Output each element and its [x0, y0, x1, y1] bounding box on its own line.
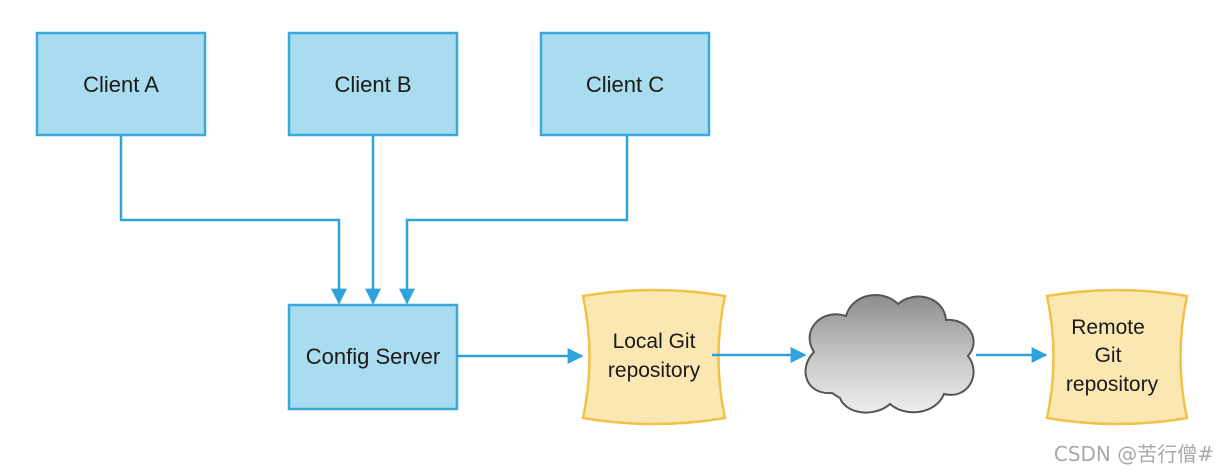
local-repo-line-2: repository: [608, 359, 701, 382]
cloud-icon: [804, 294, 975, 414]
client-c-node: Client C: [539, 31, 711, 137]
local-repo-line-1: Local Git: [613, 330, 696, 353]
local-git-repository: Local Git repository: [581, 288, 727, 426]
client-a-node: Client A: [35, 31, 207, 137]
connector-client-a-server: [119, 135, 347, 305]
config-server-node: Config Server: [287, 303, 459, 411]
connector-client-c-server: [399, 135, 629, 305]
client-c-label: Client C: [586, 72, 664, 97]
client-b-label: Client B: [334, 72, 411, 97]
remote-repo-line-1: Remote: [1071, 316, 1145, 339]
remote-repo-line-3: repository: [1066, 373, 1159, 396]
client-a-label: Client A: [83, 72, 159, 97]
config-server-label: Config Server: [306, 344, 441, 369]
client-b-node: Client B: [287, 31, 459, 137]
remote-repo-line-2: Git: [1095, 344, 1122, 367]
csdn-watermark: CSDN @苦行僧#: [1053, 442, 1214, 466]
remote-git-repository: Remote Git repository: [1045, 288, 1189, 426]
